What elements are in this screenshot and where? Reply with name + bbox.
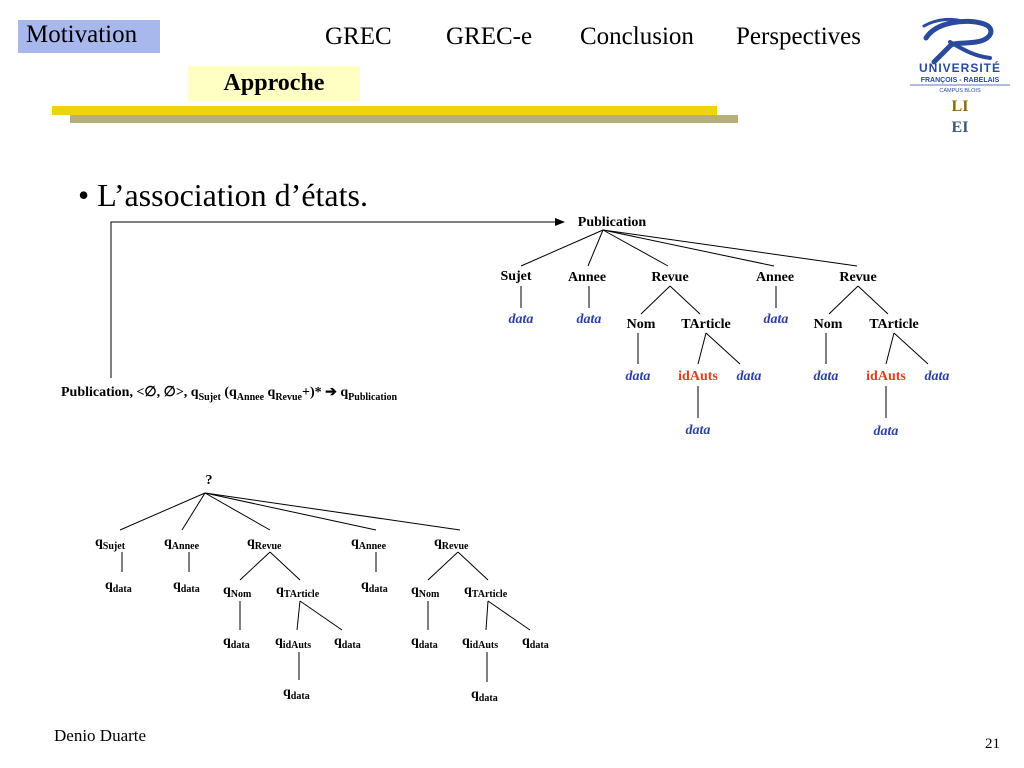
- footer-author: Denio Duarte: [54, 726, 147, 745]
- tree2-q-data-tarticle-2: qdata: [522, 634, 549, 651]
- tree2-q-revue-1: qRevue: [247, 535, 282, 552]
- nav-item-grec-e[interactable]: GREC-e: [446, 23, 533, 50]
- tree2-root: ?: [206, 473, 213, 488]
- tree1-data-idauts-2: data: [874, 424, 899, 439]
- tree2-q-idauts-2: qidAuts: [462, 634, 498, 651]
- logo-line-3: CAMPUS BLOIS: [939, 88, 981, 94]
- tree1-data-annee-1: data: [577, 312, 602, 327]
- tree1-annee-2: Annee: [756, 270, 794, 285]
- tree2-q-data-annee-2: qdata: [361, 578, 388, 595]
- state-tree: ? qSujet qAnnee qRevue qAnnee qRevue qda…: [95, 473, 549, 704]
- tree1-nom-1: Nom: [627, 317, 656, 332]
- logo-line-4: LI: [952, 98, 969, 115]
- tree2-q-tarticle-1: qTArticle: [276, 583, 320, 600]
- tree1-data-tarticle-1: data: [737, 369, 762, 384]
- tree1-revue-2: Revue: [839, 270, 876, 285]
- tree2-q-data-idauts-2: qdata: [471, 687, 498, 704]
- tree1-tarticle-1: TArticle: [681, 317, 731, 332]
- tree1-data-sujet: data: [509, 312, 534, 327]
- tree1-annee-1: Annee: [568, 270, 606, 285]
- tree2-q-tarticle-2: qTArticle: [464, 583, 508, 600]
- header-bar-yellow: [52, 106, 717, 115]
- tree2-q-data-idauts-1: qdata: [283, 685, 310, 702]
- nav-item-grec[interactable]: GREC: [325, 23, 392, 50]
- nav-item-conclusion[interactable]: Conclusion: [580, 23, 694, 50]
- university-logo: UNIVERSITÉ FRANÇOIS - RABELAIS CAMPUS BL…: [910, 17, 1010, 136]
- tree1-idauts-1: idAuts: [678, 369, 718, 384]
- tree1-nom-2: Nom: [814, 317, 843, 332]
- tree1-idauts-2: idAuts: [866, 369, 906, 384]
- tree2-q-idauts-1: qidAuts: [275, 634, 311, 651]
- tree2-q-revue-2: qRevue: [434, 535, 469, 552]
- tree1-data-tarticle-2: data: [925, 369, 950, 384]
- tree2-q-data-annee-1: qdata: [173, 578, 200, 595]
- nav-item-motivation[interactable]: Motivation: [18, 20, 160, 53]
- bullet-text: • L’association d’états.: [78, 177, 368, 213]
- tree2-q-annee-2: qAnnee: [351, 535, 387, 552]
- nav-item-perspectives[interactable]: Perspectives: [736, 23, 861, 50]
- nav-subitem-approche[interactable]: Approche: [188, 66, 360, 101]
- tree2-q-sujet: qSujet: [95, 535, 126, 552]
- tree1-tarticle-2: TArticle: [869, 317, 919, 332]
- tree2-q-data-sujet: qdata: [105, 578, 132, 595]
- tree2-q-data-nom-2: qdata: [411, 634, 438, 651]
- tree1-data-idauts-1: data: [686, 423, 711, 438]
- production-rule: Publication, <∅, ∅>, qSujet (qAnnee qRev…: [61, 385, 398, 403]
- tree2-q-annee-1: qAnnee: [164, 535, 200, 552]
- tree1-data-nom-1: data: [626, 369, 651, 384]
- tree1-data-annee-2: data: [764, 312, 789, 327]
- tree2-q-nom-1: qNom: [223, 583, 252, 600]
- document-tree: Publication Sujet Annee Revue Annee Revu…: [500, 215, 949, 439]
- connector-arrow: [110, 218, 565, 378]
- tree2-q-nom-2: qNom: [411, 583, 440, 600]
- tree1-revue-1: Revue: [651, 270, 688, 285]
- tree1-root: Publication: [578, 215, 647, 230]
- page-number: 21: [985, 736, 1000, 752]
- tree2-q-data-nom-1: qdata: [223, 634, 250, 651]
- tree1-data-nom-2: data: [814, 369, 839, 384]
- logo-line-2: FRANÇOIS - RABELAIS: [921, 77, 1000, 84]
- tree2-q-data-tarticle-1: qdata: [334, 634, 361, 651]
- header-bar-grey: [70, 115, 738, 123]
- tree1-sujet: Sujet: [500, 269, 531, 284]
- logo-line-1: UNIVERSITÉ: [919, 60, 1001, 75]
- logo-line-5: EI: [952, 119, 969, 136]
